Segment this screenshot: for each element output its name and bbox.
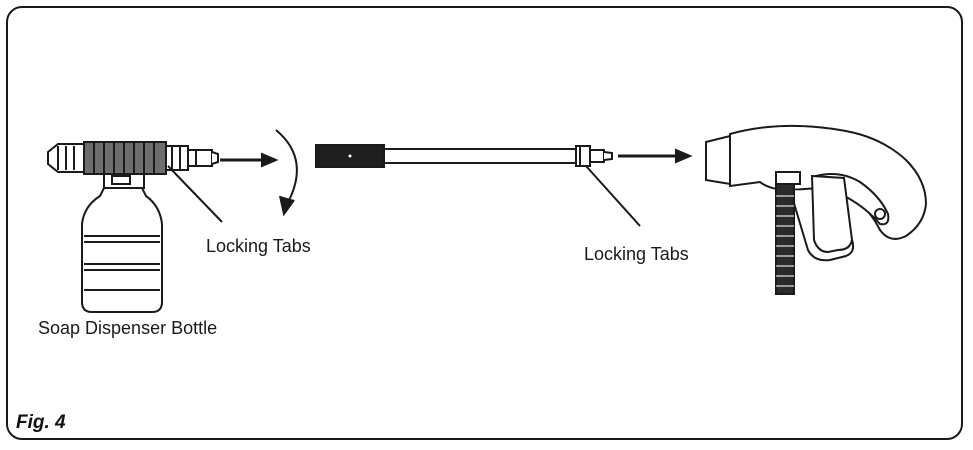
- leader-line-left: [167, 165, 223, 223]
- spray-gun: [705, 124, 928, 295]
- leader-line-right: [585, 165, 641, 227]
- rotate-arrow: [275, 129, 298, 217]
- label-locking-tabs-right: Locking Tabs: [584, 244, 689, 264]
- arrow-nozzle-to-wand: [220, 152, 279, 168]
- figure-caption: Fig. 4: [16, 412, 66, 433]
- label-soap-dispenser-bottle: Soap Dispenser Bottle: [38, 318, 218, 338]
- soap-dispenser-nozzle: [47, 141, 219, 175]
- arrow-wand-to-gun: [618, 148, 693, 164]
- soap-bottle: [81, 173, 163, 313]
- lance-wand: [315, 144, 613, 168]
- figure-frame: [6, 6, 963, 440]
- label-locking-tabs-left: Locking Tabs: [206, 236, 311, 256]
